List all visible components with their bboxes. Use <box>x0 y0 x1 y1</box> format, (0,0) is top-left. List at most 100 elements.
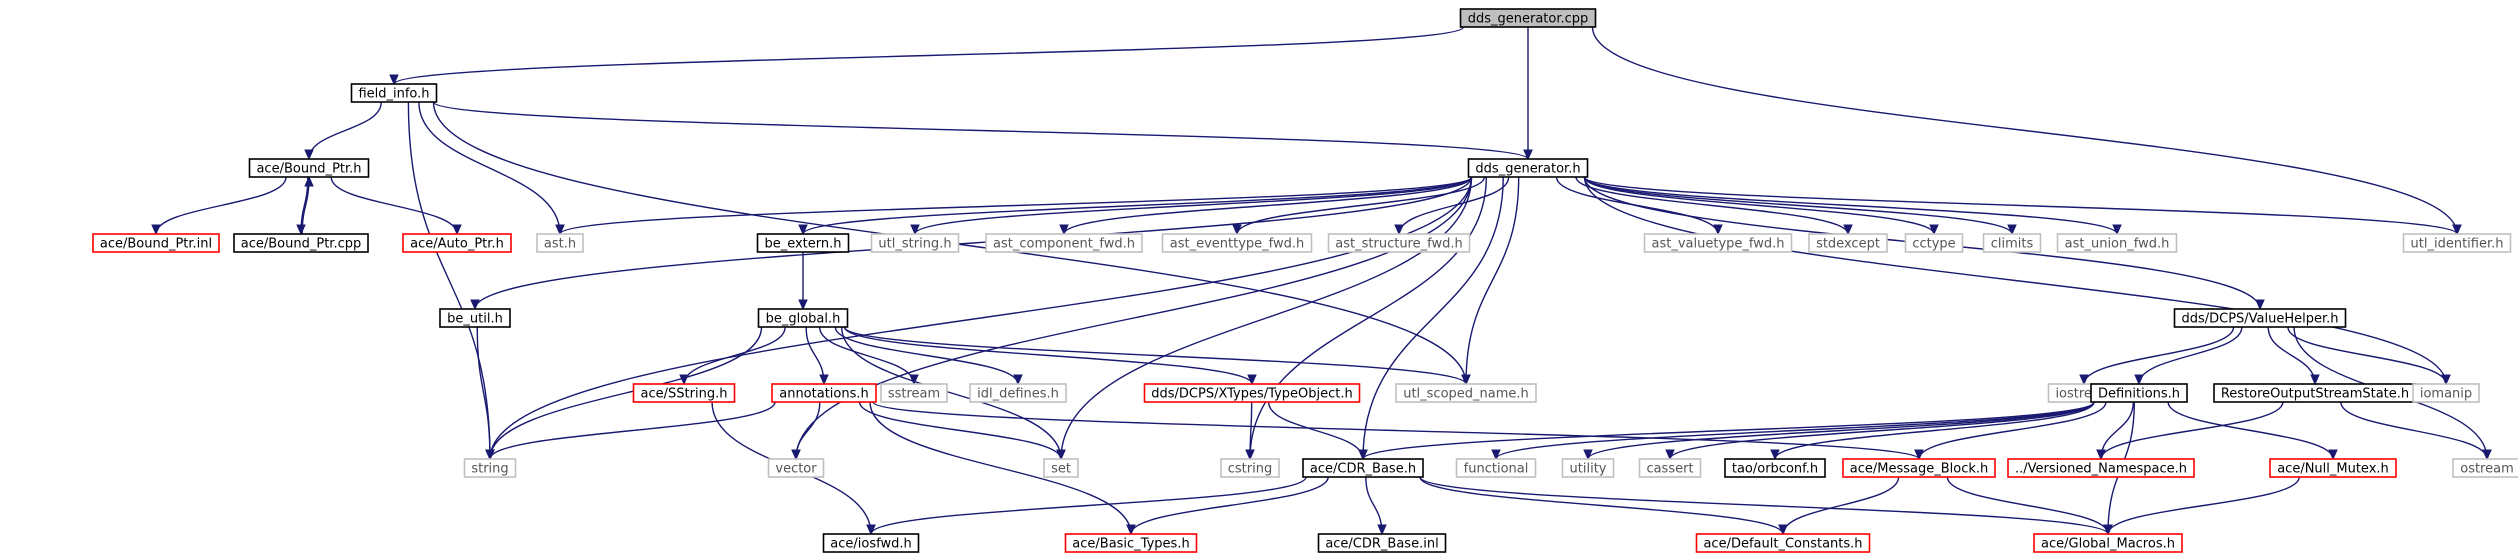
edge-dds-generator-h-to-ast-structure-fwd-h <box>1394 176 1510 236</box>
node-box <box>92 233 220 253</box>
node-ostream: ostream <box>2452 458 2518 478</box>
node-dds-dcps-valuehelper-h[interactable]: dds/DCPS/ValueHelper.h <box>2173 308 2347 328</box>
edge-definitions-h-to-functional <box>1491 401 2095 461</box>
edge-field-info-h-to-dds-generator-h <box>432 101 1533 161</box>
node-utl-identifier-h: utl_identifier.h <box>2402 233 2512 253</box>
node-box <box>1220 458 1280 478</box>
node-label: ace/Bound_Ptr.h <box>256 162 361 177</box>
edge-ace-cdr-base-h-to-ace-default-constants-h <box>1419 476 1788 536</box>
node-label: ace/Message_Block.h <box>1850 462 1989 477</box>
node-ace-iosfwd-h[interactable]: ace/iosfwd.h <box>822 533 920 553</box>
node-versioned-namespace-h[interactable]: ../Versioned_Namespace.h <box>2007 458 2195 478</box>
node-field-info-h[interactable]: field_info.h <box>350 83 438 103</box>
node-be-extern-h[interactable]: be_extern.h <box>756 233 850 253</box>
node-definitions-h[interactable]: Definitions.h <box>2090 383 2188 403</box>
node-ace-auto-ptr-h[interactable]: ace/Auto_Ptr.h <box>402 233 512 253</box>
node-box <box>1455 458 1537 478</box>
node-box <box>985 233 1143 253</box>
node-ace-null-mutex-h[interactable]: ace/Null_Mutex.h <box>2269 458 2397 478</box>
edge-dds-dcps-valuehelper-h-to-iostream <box>2079 326 2235 386</box>
node-label: utl_scoped_name.h <box>1403 387 1529 402</box>
node-ace-bound-ptr-inl[interactable]: ace/Bound_Ptr.inl <box>92 233 220 253</box>
node-label: ace/Bound_Ptr.inl <box>100 237 212 252</box>
edge-restore-output-h-to-versioned-namespace-h <box>2096 401 2284 461</box>
node-label: be_util.h <box>447 312 503 327</box>
node-label: functional <box>1464 462 1529 477</box>
node-ast-component-fwd-h: ast_component_fwd.h <box>985 233 1143 253</box>
node-sstream: sstream <box>880 383 948 403</box>
node-label: ace/Global_Macros.h <box>2041 537 2175 552</box>
edge-be-global-h-to-utl-scoped-name-h <box>843 326 1471 386</box>
node-label: ../Versioned_Namespace.h <box>2015 462 2187 477</box>
node-box <box>969 383 1067 403</box>
node-ace-default-constants-h[interactable]: ace/Default_Constants.h <box>1695 533 1871 553</box>
node-ace-cdr-base-h[interactable]: ace/CDR_Base.h <box>1302 458 1424 478</box>
node-annotations-h[interactable]: annotations.h <box>771 383 877 403</box>
node-label: string <box>471 462 508 477</box>
node-dds-generator-cpp[interactable]: dds_generator.cpp <box>1459 8 1597 28</box>
node-box <box>870 233 960 253</box>
edge-annotations-h-to-vector <box>791 401 821 461</box>
node-ace-bound-ptr-h[interactable]: ace/Bound_Ptr.h <box>248 158 370 178</box>
node-label: field_info.h <box>358 87 429 102</box>
node-tao-orbconf-h[interactable]: tao/orbconf.h <box>1724 458 1826 478</box>
node-ace-message-block-h[interactable]: ace/Message_Block.h <box>1842 458 1996 478</box>
node-be-util-h[interactable]: be_util.h <box>439 308 511 328</box>
node-restore-output-h[interactable]: RestoreOutputStreamState.h <box>2213 383 2417 403</box>
node-label: sstream <box>888 387 940 402</box>
node-functional: functional <box>1455 458 1537 478</box>
node-label: ace/CDR_Base.inl <box>1325 537 1438 552</box>
node-box <box>2056 233 2178 253</box>
node-be-global-h[interactable]: be_global.h <box>757 308 849 328</box>
node-box <box>2033 533 2183 553</box>
node-ace-sstring-h[interactable]: ace/SString.h <box>632 383 736 403</box>
node-label: ast_eventtype_fwd.h <box>1170 237 1305 252</box>
edge-ace-null-mutex-h-to-ace-global-macros-h <box>2103 476 2300 536</box>
node-box <box>1317 533 1447 553</box>
node-dds-generator-h[interactable]: dds_generator.h <box>1467 158 1589 178</box>
edge-ace-cdr-base-h-to-ace-basic-types-h <box>1126 476 1329 536</box>
node-label: utility <box>1570 462 1607 477</box>
node-label: ace/CDR_Base.h <box>1310 462 1416 477</box>
edge-be-global-h-to-ace-sstring-h <box>679 326 786 386</box>
node-box <box>463 458 517 478</box>
node-box <box>756 233 850 253</box>
edge-annotations-h-to-set <box>858 401 1066 461</box>
edge-ace-bound-ptr-h-to-ace-auto-ptr-h <box>330 176 462 236</box>
edge-definitions-h-to-cassert <box>1665 401 2095 461</box>
edge-ace-message-block-h-to-ace-default-constants-h <box>1778 476 1900 536</box>
node-label: ace/Null_Mutex.h <box>2277 462 2389 477</box>
edge-dds-generator-h-to-utl-scoped-name-h <box>1461 176 1520 386</box>
node-label: dds/DCPS/ValueHelper.h <box>2181 312 2338 327</box>
node-typeobject-h[interactable]: dds/DCPS/XTypes/TypeObject.h <box>1143 383 1361 403</box>
node-box <box>439 308 511 328</box>
edge-dds-dcps-valuehelper-h-to-definitions-h <box>2134 326 2243 386</box>
node-ace-basic-types-h[interactable]: ace/Basic_Types.h <box>1064 533 1198 553</box>
node-box <box>632 383 736 403</box>
edge-dds-generator-h-to-climits <box>1583 176 2017 236</box>
node-cassert: cassert <box>1638 458 1702 478</box>
node-label: set <box>1051 462 1071 477</box>
edge-typeobject-h-to-ace-cdr-base-h <box>1267 401 1368 461</box>
node-ace-global-macros-h[interactable]: ace/Global_Macros.h <box>2033 533 2183 553</box>
node-box <box>2452 458 2518 478</box>
edge-dds-generator-h-to-ast-union-fwd-h <box>1583 176 2122 236</box>
node-label: cstring <box>1228 462 1272 477</box>
node-label: Definitions.h <box>2098 387 2180 402</box>
node-box <box>1561 458 1615 478</box>
node-box <box>771 383 877 403</box>
node-label: ace/Bound_Ptr.cpp <box>241 237 361 252</box>
node-box <box>1695 533 1871 553</box>
node-label: stdexcept <box>1816 237 1880 252</box>
node-ast-valuetype-fwd-h: ast_valuetype_fwd.h <box>1643 233 1793 253</box>
node-ace-bound-ptr-cpp[interactable]: ace/Bound_Ptr.cpp <box>233 233 369 253</box>
node-box <box>757 308 849 328</box>
edge-dds-generator-h-to-be-extern-h <box>798 176 1473 236</box>
edge-ace-cdr-base-h-to-ace-global-macros-h <box>1419 476 2113 536</box>
node-box <box>2173 308 2347 328</box>
node-box <box>1302 458 1424 478</box>
edge-typeobject-h-to-cstring <box>1245 401 1255 461</box>
node-ace-cdr-base-inl[interactable]: ace/CDR_Base.inl <box>1317 533 1447 553</box>
node-label: ast_union_fwd.h <box>2065 237 2170 252</box>
node-label: climits <box>1991 237 2034 252</box>
